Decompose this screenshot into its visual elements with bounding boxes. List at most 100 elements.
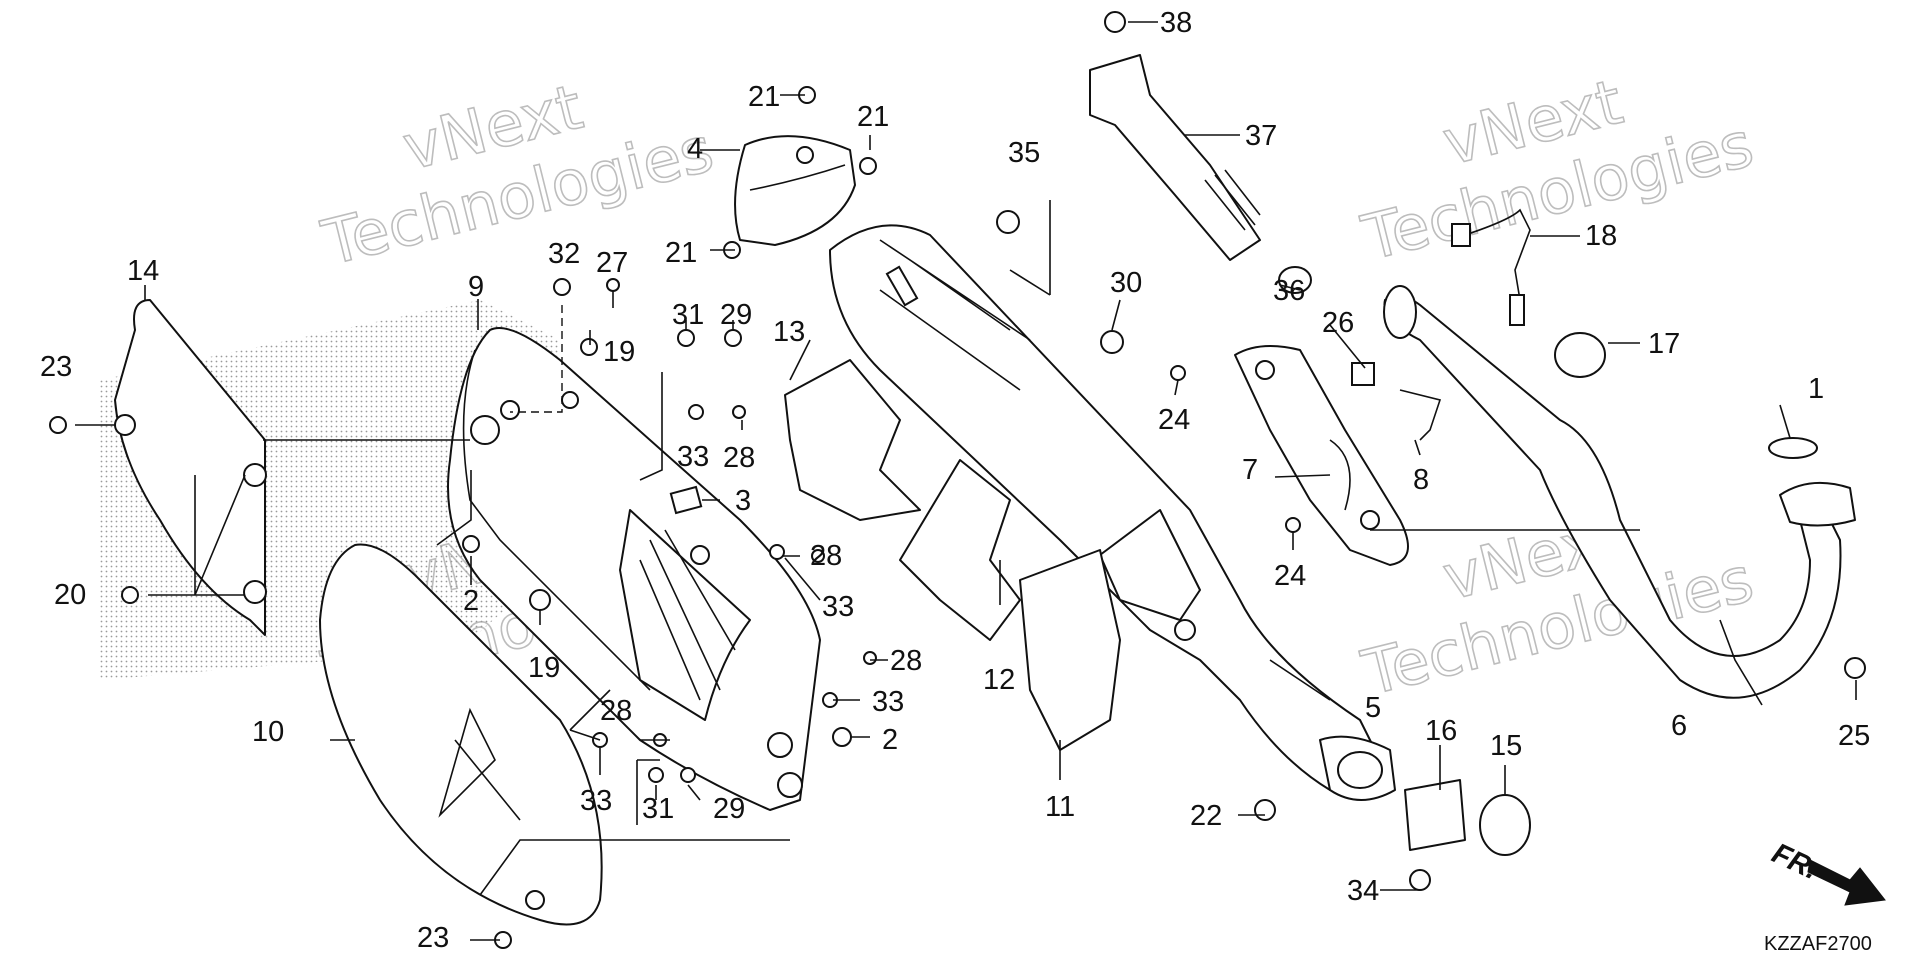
part-label: 28 <box>600 695 632 727</box>
bolt-head <box>1285 517 1301 533</box>
washer <box>688 404 704 420</box>
part-label: 28 <box>723 442 755 474</box>
gasket-part-13 <box>784 359 921 521</box>
part-label: 33 <box>677 441 709 473</box>
part-label: 7 <box>1242 454 1258 486</box>
grommet <box>1255 360 1275 380</box>
sensor-connector <box>1451 223 1471 247</box>
part-labels: 1 2 2 3 4 5 6 7 8 9 10 11 12 13 14 15 16… <box>40 7 1870 954</box>
muffler-band <box>879 239 1031 391</box>
muffler-slot <box>885 265 919 307</box>
exhaust-pipe-guard-part-7 <box>1234 345 1409 566</box>
direction-label: FR. <box>1767 837 1823 886</box>
part-label: 29 <box>713 793 745 825</box>
bracket-part-26 <box>1351 362 1375 386</box>
screw-head <box>811 549 825 563</box>
pipe-inlet <box>1383 285 1417 339</box>
nut <box>462 535 480 553</box>
grommet <box>525 890 545 910</box>
nut <box>680 767 696 783</box>
nut <box>1100 330 1124 354</box>
part-label: 26 <box>1322 307 1354 339</box>
part-label: 28 <box>810 540 842 572</box>
part-label: 6 <box>1671 710 1687 742</box>
part-label: 20 <box>54 579 86 611</box>
grommet <box>529 589 551 611</box>
part-label: 31 <box>672 299 704 331</box>
part-label: 22 <box>1190 800 1222 832</box>
bolt-head <box>996 210 1020 234</box>
part-label: 29 <box>720 299 752 331</box>
part-label: 21 <box>857 101 889 133</box>
muffler-bracket <box>1099 509 1201 621</box>
bolt-head <box>1254 799 1276 821</box>
grommet <box>114 414 136 436</box>
bolt-head <box>1409 869 1431 891</box>
grommet <box>767 732 793 758</box>
part-label: 16 <box>1425 715 1457 747</box>
part-label: 3 <box>735 485 751 517</box>
sensor-wire-part-18 <box>1464 208 1531 301</box>
diagram-code: KZZAF2700 <box>1764 933 1872 955</box>
part-label: 28 <box>890 645 922 677</box>
grommet <box>777 772 803 798</box>
clip-part-3 <box>669 485 703 515</box>
bolt-head <box>1104 11 1126 33</box>
part-label: 34 <box>1347 875 1379 907</box>
grommet <box>690 545 710 565</box>
part-label: 37 <box>1245 120 1277 152</box>
part-label: 21 <box>748 81 780 113</box>
mesh-lines <box>639 529 736 701</box>
bolt-head <box>1170 365 1186 381</box>
grommet <box>796 146 814 164</box>
outlet-opening <box>1337 751 1383 789</box>
part-label: 25 <box>1838 720 1870 752</box>
part-label: 2 <box>463 585 479 617</box>
grommet <box>561 391 579 409</box>
nut <box>832 727 852 747</box>
washer <box>553 278 571 296</box>
part-label: 18 <box>1585 220 1617 252</box>
washer <box>769 544 785 560</box>
part-label: 31 <box>642 793 674 825</box>
gasket-part-12 <box>899 459 1021 641</box>
clamp-part-17 <box>1554 332 1606 378</box>
heat-shield-cap-part-4 <box>734 135 856 246</box>
grommet <box>243 580 267 604</box>
part-label: 33 <box>822 591 854 623</box>
part-label: 33 <box>580 785 612 817</box>
nut <box>677 329 695 347</box>
protector-inner-edge <box>462 349 651 691</box>
part-label: 19 <box>603 336 635 368</box>
nut <box>1844 657 1866 679</box>
exhaust-pipe-part-6 <box>1383 295 1842 699</box>
part-label: 23 <box>40 351 72 383</box>
part-label: 10 <box>252 716 284 748</box>
screw-head <box>732 405 746 419</box>
nut <box>648 767 664 783</box>
part-label: 27 <box>596 247 628 279</box>
part-label: 1 <box>1808 373 1824 405</box>
bolt-head <box>49 416 67 434</box>
grommet <box>500 400 520 420</box>
part-label: 9 <box>468 271 484 303</box>
part-label: 13 <box>773 316 805 348</box>
part-label: 17 <box>1648 328 1680 360</box>
pipe-knurl <box>1204 169 1261 231</box>
screw-head <box>606 278 620 292</box>
part-label: 14 <box>127 255 159 287</box>
band-part-15 <box>1479 794 1531 856</box>
grommet <box>470 415 500 445</box>
part-label: 5 <box>1365 692 1381 724</box>
part-label: 21 <box>665 237 697 269</box>
part-label: 8 <box>1413 464 1429 496</box>
part-label: 24 <box>1274 560 1306 592</box>
grommet <box>243 463 267 487</box>
part-label: 12 <box>983 664 1015 696</box>
guard-detail <box>1329 439 1351 511</box>
part-label: 4 <box>687 133 703 165</box>
grommet <box>1360 510 1380 530</box>
pipe-flange <box>1779 481 1856 527</box>
part-label: 38 <box>1160 7 1192 39</box>
